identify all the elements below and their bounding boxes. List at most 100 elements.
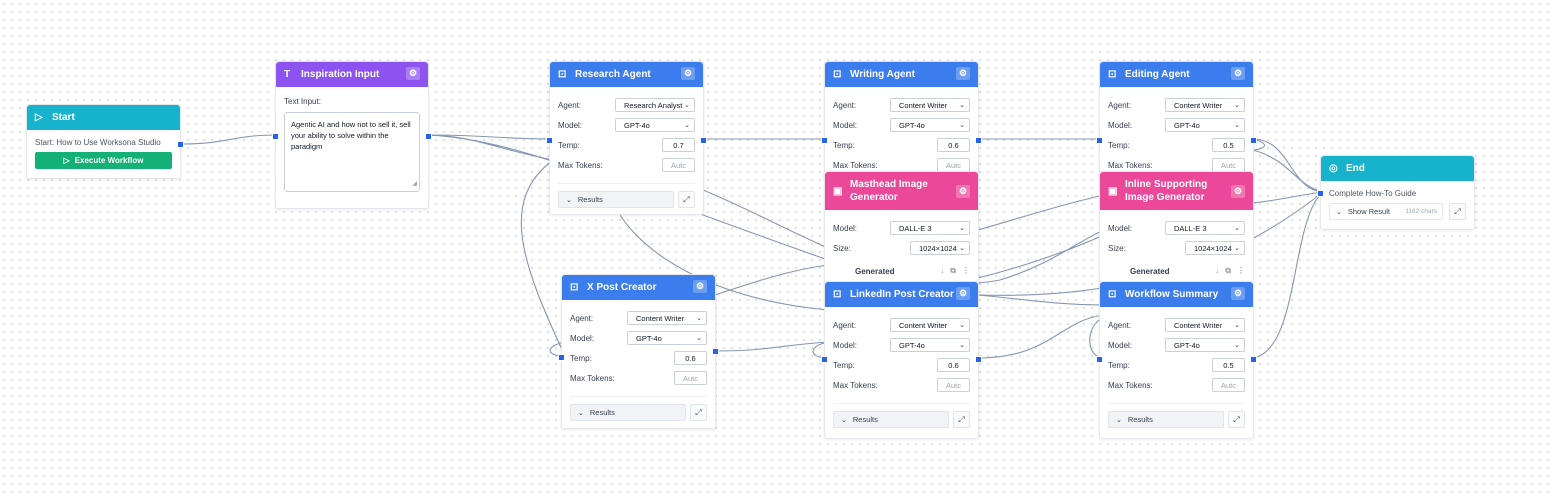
expand-icon[interactable]: ⤢: [1449, 203, 1466, 220]
output-handle[interactable]: [1250, 137, 1257, 144]
model-select[interactable]: DALL-E 3⌄: [890, 221, 970, 235]
agent-select[interactable]: Content Writer⌄: [1165, 98, 1245, 112]
gear-icon[interactable]: ⚙: [693, 280, 707, 293]
expand-icon[interactable]: ⤢: [1228, 411, 1245, 428]
model-select[interactable]: GPT-4o⌄: [890, 118, 970, 132]
model-select[interactable]: DALL-E 3⌄: [1165, 221, 1245, 235]
input-handle[interactable]: [546, 137, 553, 144]
copy-icon[interactable]: ⧉: [950, 266, 956, 275]
robot-icon: ⊡: [833, 69, 842, 80]
input-handle[interactable]: [1096, 137, 1103, 144]
gear-icon[interactable]: ⚙: [406, 67, 420, 80]
size-select[interactable]: 1024×1024⌄: [910, 241, 970, 255]
max-tokens-label: Max Tokens:: [1108, 160, 1153, 170]
model-select[interactable]: GPT-4o⌄: [1165, 118, 1245, 132]
max-tokens-input[interactable]: Autc: [937, 378, 970, 392]
chevron-down-icon: ⌄: [566, 196, 572, 204]
chevron-down-icon: ⌄: [1234, 342, 1240, 349]
output-handle[interactable]: [975, 137, 982, 144]
masthead-image-node[interactable]: ▣ Masthead Image Generator ⚙ Model: DALL…: [824, 171, 979, 286]
edge-xpost-masthead: [699, 264, 829, 301]
more-icon[interactable]: ⋮: [962, 266, 970, 275]
agent-select[interactable]: Content Writer⌄: [890, 318, 970, 332]
download-icon[interactable]: ↓: [1215, 266, 1220, 275]
robot-icon: ⊡: [1108, 69, 1117, 80]
gear-icon[interactable]: ⚙: [956, 287, 970, 300]
end-node[interactable]: ◎ End Complete How-To Guide ⌄ Show Resul…: [1317, 155, 1475, 230]
start-node[interactable]: ▷ Start Start: How to Use Worksona Studi…: [26, 104, 184, 179]
gear-icon[interactable]: ⚙: [956, 67, 970, 80]
chevron-down-icon: ⌄: [959, 225, 965, 232]
results-toggle[interactable]: ⌄Results: [558, 191, 674, 208]
model-select[interactable]: GPT-4o⌄: [1165, 338, 1245, 352]
agent-select[interactable]: Content Writer⌄: [627, 311, 707, 325]
size-select[interactable]: 1024×1024⌄: [1185, 241, 1245, 255]
gear-icon[interactable]: ⚙: [956, 185, 970, 198]
output-handle[interactable]: [975, 356, 982, 363]
input-handle[interactable]: [821, 137, 828, 144]
gear-icon[interactable]: ⚙: [1231, 185, 1245, 198]
model-label: Model:: [1108, 340, 1133, 350]
max-tokens-label: Max Tokens:: [833, 380, 878, 390]
show-result-toggle[interactable]: ⌄ Show Result 1182 chars: [1329, 203, 1443, 220]
execute-workflow-button[interactable]: ▷ Execute Workflow: [35, 152, 172, 169]
chevron-down-icon: ⌄: [1234, 322, 1240, 329]
max-tokens-input[interactable]: Autc: [674, 371, 707, 385]
more-icon[interactable]: ⋮: [1237, 266, 1245, 275]
inline-image-node[interactable]: ▣ Inline Supporting Image Generator ⚙ Mo…: [1099, 171, 1254, 286]
temp-input[interactable]: 0.6: [937, 358, 970, 372]
results-toggle[interactable]: ⌄Results: [1108, 411, 1224, 428]
model-select[interactable]: GPT-4o⌄: [627, 331, 707, 345]
agent-select[interactable]: Research Analyst⌄: [615, 98, 695, 112]
output-handle[interactable]: [177, 141, 184, 148]
input-handle[interactable]: [558, 354, 565, 361]
temp-input[interactable]: 0.5: [1212, 358, 1245, 372]
temp-input[interactable]: 0.6: [937, 138, 970, 152]
input-handle[interactable]: [1317, 190, 1324, 197]
gear-icon[interactable]: ⚙: [1231, 67, 1245, 80]
resize-grip-icon[interactable]: ◢: [412, 181, 417, 187]
temp-input[interactable]: 0.6: [674, 351, 707, 365]
expand-icon[interactable]: ⤢: [678, 191, 695, 208]
x-post-creator-node[interactable]: ⊡ X Post Creator ⚙ Agent: Content Writer…: [558, 274, 719, 429]
research-agent-node[interactable]: ⊡ Research Agent ⚙ Agent: Research Analy…: [546, 61, 707, 215]
gear-icon[interactable]: ⚙: [681, 67, 695, 80]
expand-icon[interactable]: ⤢: [953, 411, 970, 428]
linkedin-post-creator-node[interactable]: ⊡ LinkedIn Post Creator ⚙ Agent: Content…: [821, 281, 982, 439]
max-tokens-input[interactable]: Autc: [937, 158, 970, 172]
agent-select[interactable]: Content Writer⌄: [1165, 318, 1245, 332]
results-toggle[interactable]: ⌄Results: [833, 411, 949, 428]
temp-input[interactable]: 0.5: [1212, 138, 1245, 152]
temp-label: Temp:: [833, 140, 855, 150]
gear-icon[interactable]: ⚙: [1231, 287, 1245, 300]
output-handle[interactable]: [1250, 356, 1257, 363]
workflow-summary-node[interactable]: ⊡ Workflow Summary ⚙ Agent: Content Writ…: [1096, 281, 1257, 439]
editing-agent-node[interactable]: ⊡ Editing Agent ⚙ Agent: Content Writer⌄…: [1096, 61, 1257, 181]
inspiration-input-node[interactable]: T Inspiration Input ⚙ Text Input: Agenti…: [272, 61, 432, 209]
model-select[interactable]: GPT-4o⌄: [615, 118, 695, 132]
max-tokens-input[interactable]: Autc: [1212, 378, 1245, 392]
max-tokens-input[interactable]: Autc: [662, 158, 695, 172]
end-header: ◎ End: [1321, 156, 1474, 181]
agent-label: Agent:: [558, 100, 582, 110]
edge-masthead-summary: [977, 234, 1105, 279]
writing-agent-node[interactable]: ⊡ Writing Agent ⚙ Agent: Content Writer⌄…: [821, 61, 982, 181]
input-handle[interactable]: [821, 356, 828, 363]
start-title: Start: [52, 112, 75, 123]
download-icon[interactable]: ↓: [940, 266, 945, 275]
chevron-down-icon: ⌄: [1336, 208, 1342, 216]
expand-icon[interactable]: ⤢: [690, 404, 707, 421]
output-handle[interactable]: [425, 133, 432, 140]
agent-select[interactable]: Content Writer⌄: [890, 98, 970, 112]
input-handle[interactable]: [1096, 356, 1103, 363]
model-select[interactable]: GPT-4o⌄: [890, 338, 970, 352]
input-handle[interactable]: [272, 133, 279, 140]
execute-workflow-label: Execute Workflow: [74, 156, 144, 165]
max-tokens-input[interactable]: Autc: [1212, 158, 1245, 172]
output-handle[interactable]: [712, 348, 719, 355]
inspiration-textarea[interactable]: Agentic AI and how not to sell it, sell …: [284, 112, 420, 192]
temp-input[interactable]: 0.7: [662, 138, 695, 152]
output-handle[interactable]: [700, 137, 707, 144]
results-toggle[interactable]: ⌄Results: [570, 404, 686, 421]
copy-icon[interactable]: ⧉: [1225, 266, 1231, 275]
